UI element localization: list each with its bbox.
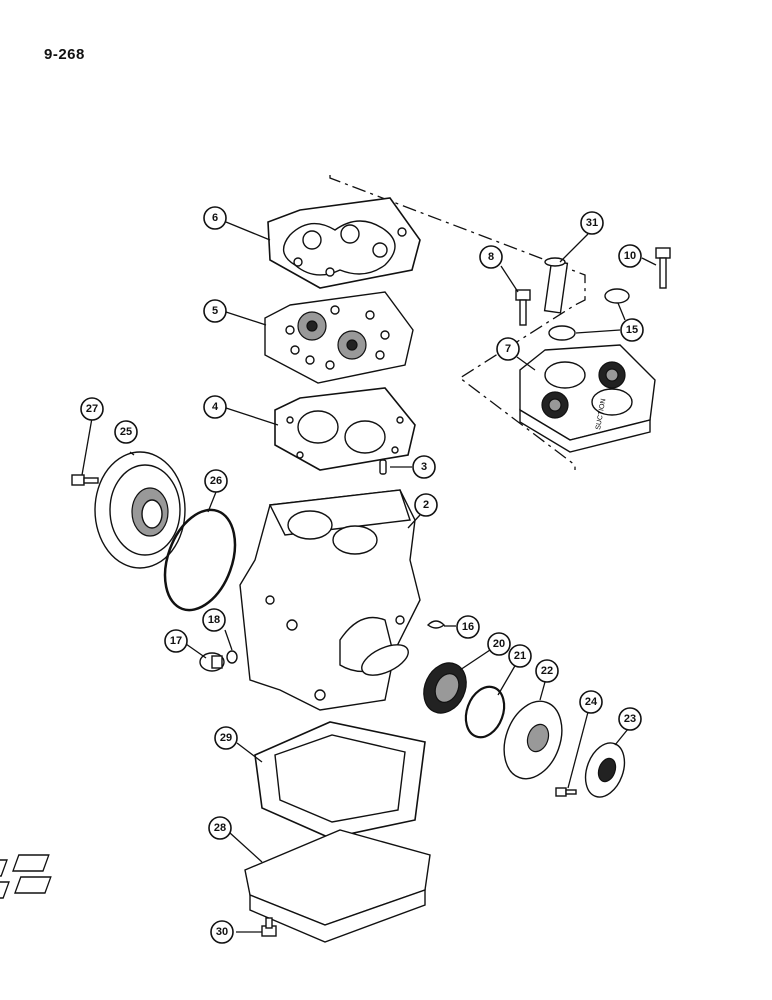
callout-24: 24 bbox=[579, 690, 603, 714]
svg-text:17: 17 bbox=[170, 635, 182, 647]
svg-text:18: 18 bbox=[208, 614, 220, 626]
housing-o-ring bbox=[163, 508, 237, 612]
plug-o-ring bbox=[226, 650, 238, 664]
callout-20: 20 bbox=[487, 632, 511, 656]
callout-23: 23 bbox=[618, 707, 642, 731]
dowel-pin bbox=[379, 459, 387, 475]
callout-7: 7 bbox=[496, 337, 520, 361]
svg-text:4: 4 bbox=[212, 401, 219, 413]
leader-2 bbox=[407, 514, 421, 529]
callout-17: 17 bbox=[164, 629, 188, 653]
svg-text:23: 23 bbox=[624, 713, 636, 725]
svg-text:5: 5 bbox=[212, 305, 218, 317]
svg-text:22: 22 bbox=[541, 665, 553, 677]
callout-6: 6 bbox=[203, 206, 227, 230]
callout-29: 29 bbox=[214, 726, 238, 750]
fitting-tube bbox=[543, 257, 569, 314]
leader-17 bbox=[185, 643, 207, 659]
svg-text:26: 26 bbox=[210, 475, 222, 487]
bolt-30 bbox=[261, 917, 277, 937]
svg-text:29: 29 bbox=[220, 732, 232, 744]
callout-4: 4 bbox=[203, 395, 227, 419]
compressor-body bbox=[239, 489, 421, 711]
svg-text:8: 8 bbox=[488, 251, 494, 263]
seal-o-ring bbox=[464, 685, 506, 739]
svg-text:6: 6 bbox=[212, 212, 218, 224]
leader-6 bbox=[225, 221, 271, 241]
leader-23 bbox=[614, 728, 629, 746]
cylinder-gasket bbox=[274, 387, 416, 471]
svg-text:16: 16 bbox=[462, 621, 474, 633]
callout-31: 31 bbox=[580, 211, 604, 235]
callout-16: 16 bbox=[456, 615, 480, 639]
shaft-key bbox=[426, 620, 446, 629]
svg-text:25: 25 bbox=[120, 426, 132, 438]
callout-25: 25 bbox=[114, 420, 138, 444]
svg-text:27: 27 bbox=[86, 403, 98, 415]
leader-15b bbox=[575, 329, 621, 334]
leader-28 bbox=[229, 832, 263, 863]
svg-text:28: 28 bbox=[214, 822, 226, 834]
callout-28: 28 bbox=[208, 816, 232, 840]
callout-27: 27 bbox=[80, 397, 104, 421]
base-gasket bbox=[254, 721, 426, 839]
callout-8: 8 bbox=[479, 245, 503, 269]
leader-21 bbox=[497, 663, 517, 696]
leader-22 bbox=[539, 681, 546, 701]
svg-text:24: 24 bbox=[585, 696, 598, 708]
svg-text:10: 10 bbox=[624, 250, 636, 262]
leader-8 bbox=[500, 265, 519, 293]
callout-21: 21 bbox=[508, 644, 532, 668]
leader-25 bbox=[129, 451, 135, 456]
o-ring-upper bbox=[604, 288, 630, 304]
screw-27 bbox=[71, 474, 99, 486]
callout-26: 26 bbox=[204, 469, 228, 493]
leader-29 bbox=[236, 742, 263, 763]
callout-22: 22 bbox=[535, 659, 559, 683]
dust-cover bbox=[584, 742, 626, 798]
leader-27 bbox=[81, 417, 93, 476]
callout-10: 10 bbox=[618, 244, 642, 268]
leader-5 bbox=[225, 311, 267, 326]
svg-text:30: 30 bbox=[216, 926, 228, 938]
leader-7 bbox=[516, 356, 536, 371]
callout-2: 2 bbox=[414, 493, 438, 517]
front-housing bbox=[94, 451, 186, 569]
seal-plate bbox=[503, 700, 563, 780]
callout-3: 3 bbox=[412, 455, 436, 479]
svg-text:7: 7 bbox=[505, 343, 511, 355]
valve-plate-gasket bbox=[267, 197, 421, 289]
o-ring-lower bbox=[548, 325, 576, 341]
svg-text:20: 20 bbox=[493, 638, 505, 650]
cylinder-head: SUCTION bbox=[519, 344, 656, 453]
leader-15a bbox=[617, 302, 626, 321]
svg-text:2: 2 bbox=[423, 499, 429, 511]
leader-26 bbox=[207, 491, 217, 513]
svg-text:15: 15 bbox=[626, 324, 638, 336]
svg-text:3: 3 bbox=[421, 461, 427, 473]
bolt-8 bbox=[515, 289, 531, 326]
leader-20 bbox=[459, 649, 491, 671]
screw-24 bbox=[555, 787, 577, 797]
callout-18: 18 bbox=[202, 608, 226, 632]
leader-10 bbox=[641, 257, 657, 266]
base-plate bbox=[0, 829, 431, 943]
leader-18 bbox=[224, 629, 233, 651]
valve-plate bbox=[264, 291, 414, 384]
callout-15: 15 bbox=[620, 318, 644, 342]
callout-30: 30 bbox=[210, 920, 234, 944]
bolt-10 bbox=[655, 247, 671, 289]
leader-31 bbox=[559, 233, 589, 263]
leader-4 bbox=[225, 407, 279, 426]
alignment-line bbox=[329, 175, 586, 470]
shaft-seal bbox=[423, 662, 467, 714]
leader-24 bbox=[567, 711, 589, 789]
callout-5: 5 bbox=[203, 299, 227, 323]
svg-text:31: 31 bbox=[586, 217, 598, 229]
page-number: 9-268 bbox=[44, 46, 85, 63]
svg-text:21: 21 bbox=[514, 650, 526, 662]
